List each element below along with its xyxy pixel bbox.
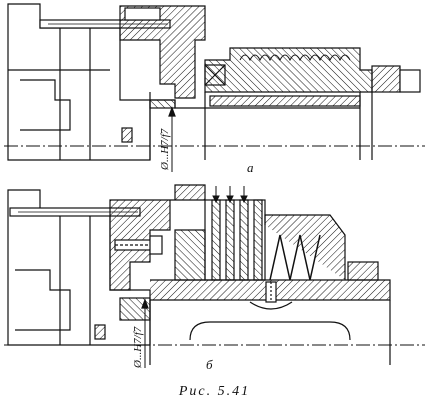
view-b-letter: б xyxy=(206,357,213,372)
view-a-fit-label: Ø...H7/f7 xyxy=(159,128,171,171)
view-b-drawing xyxy=(4,184,425,368)
view-b-fit-label: Ø...H7/f7 xyxy=(132,326,144,369)
view-a-letter: а xyxy=(247,160,254,175)
view-a-drawing xyxy=(4,3,425,172)
figure-caption: Рис. 5.41 xyxy=(178,384,251,399)
